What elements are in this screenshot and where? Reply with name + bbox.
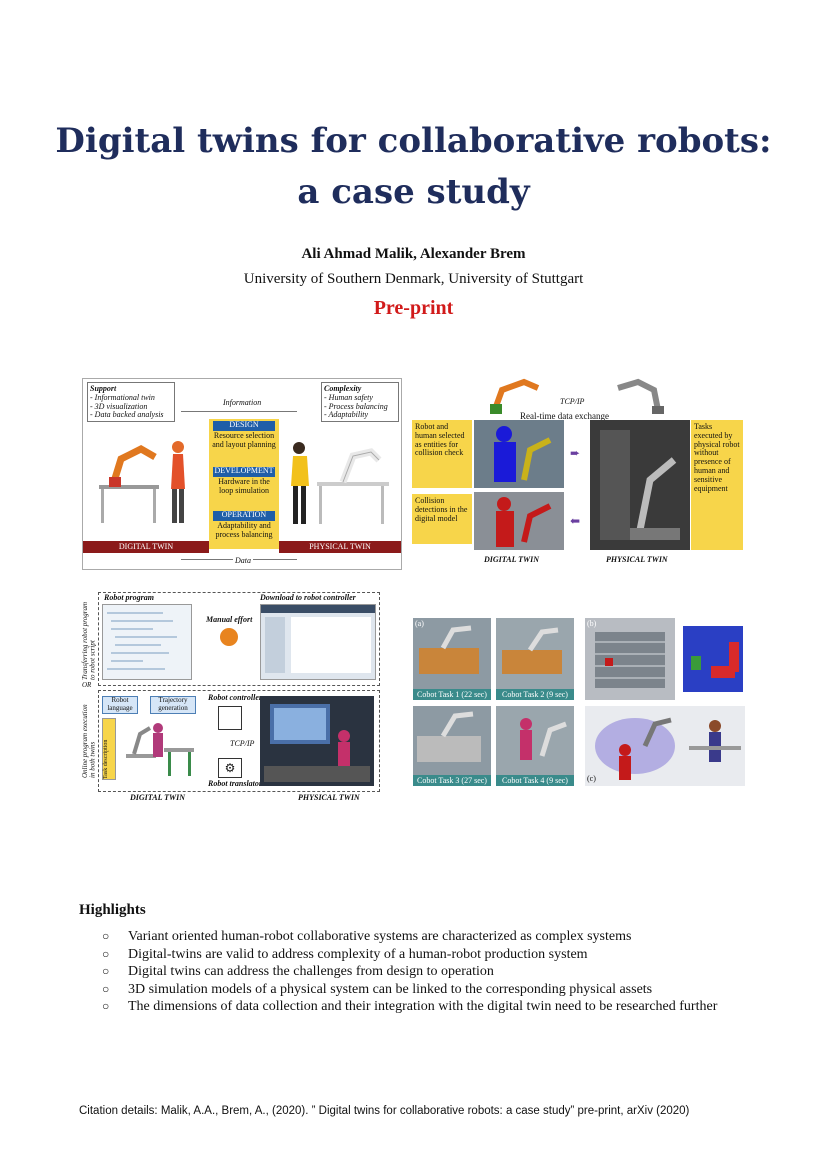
figure-digital-twin-lifecycle: Support - Informational twin - 3D visual… — [82, 378, 402, 570]
digital-twin-bar: DIGITAL TWIN — [83, 541, 209, 553]
operation-header: OPERATION — [213, 510, 275, 521]
layout-top-view-image: (b) — [585, 618, 675, 700]
trajectory-box: Trajectory generation — [150, 696, 196, 714]
collision-entities-note: Robot and human selected as entities for… — [412, 420, 472, 488]
design-header: DESIGN — [213, 420, 275, 431]
download-label: Download to robot controller — [260, 593, 356, 602]
physical-twin-bar: PHYSICAL TWIN — [279, 541, 401, 553]
task-4-label: Cobot Task 4 (9 sec) — [496, 775, 574, 786]
controller-screenshot — [260, 604, 376, 680]
panel-label-a: (a) — [415, 619, 424, 628]
highlight-item: Digital twins can address the challenges… — [102, 963, 722, 981]
information-label: Information — [223, 398, 262, 407]
physical-lab-photo — [260, 696, 374, 786]
support-title: Support — [90, 384, 117, 393]
online-frame — [98, 690, 380, 792]
gear-icon: ⚙ — [218, 758, 242, 778]
highlight-item: Digital-twins are valid to address compl… — [102, 946, 722, 964]
highlights-heading: Highlights — [79, 902, 146, 918]
physical-twin-caption-fig3: PHYSICAL TWIN — [298, 793, 360, 802]
collision-detection-note: Collision detections in the digital mode… — [412, 494, 472, 544]
collision-scene-image: (c) — [585, 706, 745, 786]
controller-icon — [218, 706, 242, 730]
person-icon — [220, 628, 238, 646]
code-editor-screenshot — [102, 604, 192, 680]
tcpip-label: TCP/IP — [560, 397, 585, 406]
offline-frame — [98, 592, 380, 686]
side-label-or: OR — [82, 681, 92, 689]
preprint-label: Pre-print — [373, 297, 454, 319]
highlight-item: Variant oriented human-robot collaborati… — [102, 928, 722, 946]
side-label-bottom: Online program execution in both twins — [81, 704, 97, 778]
task-1-label: Cobot Task 1 (22 sec) — [413, 689, 491, 700]
highlights-list: Variant oriented human-robot collaborati… — [102, 928, 722, 1016]
digital-twin-caption: DIGITAL TWIN — [484, 555, 540, 564]
occupancy-grid-image — [683, 626, 743, 692]
task-2-label: Cobot Task 2 (9 sec) — [496, 689, 574, 700]
affiliation: University of Southern Denmark, Universi… — [243, 271, 584, 287]
digital-twin-caption-fig3: DIGITAL TWIN — [130, 793, 186, 802]
data-label: Data — [233, 556, 253, 566]
cobot-task-4-image: Cobot Task 4 (9 sec) — [496, 706, 574, 786]
development-text: Hardware in the loop simulation — [218, 477, 270, 495]
complexity-item: - Adaptability — [324, 410, 369, 420]
figure-cobot-tasks: (a) Cobot Task 1 (22 sec) Cobot Task 2 (… — [413, 618, 745, 786]
cobot-task-1-image: (a) Cobot Task 1 (22 sec) — [413, 618, 491, 700]
task-description-box: Task description — [102, 718, 116, 780]
complexity-item: - Process balancing — [324, 401, 388, 411]
robot-translator-label: Robot translator — [208, 779, 263, 788]
physical-twin-caption: PHYSICAL TWIN — [606, 555, 668, 564]
operation-text: Adaptability and process balancing — [215, 521, 273, 539]
cobot-task-2-image: Cobot Task 2 (9 sec) — [496, 618, 574, 700]
paper-title-line-1: Digital twins for collaborative robots: — [55, 121, 772, 161]
authors: Ali Ahmad Malik, Alexander Brem — [301, 246, 526, 262]
digital-robot-human-illustration — [99, 441, 185, 523]
complexity-box: Complexity - Human safety - Process bala… — [321, 382, 399, 422]
panel-label-b: (b) — [587, 619, 597, 628]
arrow-left-icon: ⬅ — [570, 514, 581, 528]
manual-effort-label: Manual effort — [206, 615, 253, 624]
side-label-top: Transferring robot program to robot scri… — [81, 601, 97, 680]
digital-cell-illustration — [126, 723, 194, 776]
complexity-item: - Human safety — [324, 392, 373, 402]
realtime-label: Real-time data exchange — [520, 411, 609, 421]
support-box: Support - Informational twin - 3D visual… — [87, 382, 175, 422]
design-text: Resource selection and layout planning — [212, 431, 276, 449]
highlight-item: 3D simulation models of a physical syste… — [102, 981, 722, 999]
cobot-task-3-image: Cobot Task 3 (27 sec) — [413, 706, 491, 786]
lifecycle-column: DESIGN Resource selection and layout pla… — [209, 419, 279, 549]
development-header: DEVELOPMENT — [213, 466, 275, 477]
digital-robot-icon — [490, 378, 540, 414]
support-item: - Data backed analysis — [90, 410, 164, 420]
arrow-right-icon: ➨ — [570, 446, 581, 460]
digital-scene-bottom — [474, 492, 564, 550]
support-item: - 3D visualization — [90, 401, 148, 411]
highlight-item: The dimensions of data collection and th… — [102, 998, 722, 1016]
physical-robot-human-illustration — [291, 442, 389, 524]
figure-program-transfer: Transferring robot program to robot scri… — [80, 590, 380, 802]
physical-scene — [590, 420, 690, 550]
support-item: - Informational twin — [90, 392, 155, 402]
physical-tasks-note: Tasks executed by physical robot without… — [691, 420, 743, 550]
tcpip-label-fig3: TCP/IP — [230, 739, 255, 748]
complexity-title: Complexity — [324, 384, 362, 393]
figure-collision-check: TCP/IP Real-time data exchange Robot and… — [410, 372, 744, 568]
paper-title-line-2: a case study — [297, 172, 530, 212]
robot-language-box: Robot language — [102, 696, 138, 714]
panel-label-c: (c) — [587, 774, 596, 784]
information-arrow — [181, 411, 297, 412]
robot-program-label: Robot program — [104, 593, 155, 602]
digital-scene-top — [474, 420, 564, 488]
physical-robot-icon — [617, 378, 664, 414]
task-3-label: Cobot Task 3 (27 sec) — [413, 775, 491, 786]
citation-details: Citation details: Malik, A.A., Brem, A.,… — [79, 1105, 690, 1117]
robot-controller-label: Robot controller — [208, 693, 263, 702]
